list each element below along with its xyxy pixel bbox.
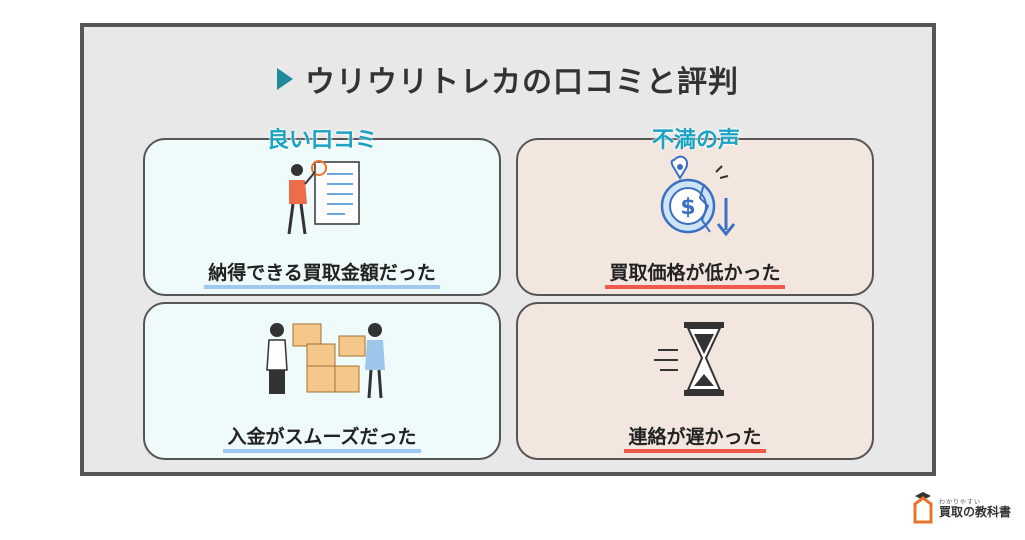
- house-graduation-cap-icon: [913, 492, 933, 524]
- title-row: ウリウリトレカの口コミと評判: [84, 57, 932, 101]
- good-reviews-label: 良い口コミ: [266, 128, 377, 153]
- bad-review-text-1: 買取価格が低かった: [605, 262, 785, 289]
- page-title: ウリウリトレカの口コミと評判: [305, 65, 739, 100]
- main-panel: ウリウリトレカの口コミと評判 納得できる買取金額だった: [80, 23, 936, 476]
- person-checklist-icon: [287, 160, 360, 235]
- svg-text:$: $: [680, 195, 695, 220]
- good-review-card-2: 入金がスムーズだった: [143, 302, 501, 460]
- good-review-card-1: 納得できる買取金額だった: [143, 138, 501, 296]
- logo-name: 買取の教科書: [938, 504, 1011, 519]
- bad-review-text-2: 連絡が遅かった: [624, 426, 766, 453]
- good-review-text-2: 入金がスムーズだった: [223, 426, 421, 453]
- logo-subtitle: わかりやすい: [938, 498, 981, 506]
- broken-coin-decline-icon: $: [660, 155, 736, 237]
- play-triangle-icon: [277, 68, 293, 90]
- complaints-label: 不満の声: [651, 128, 740, 153]
- good-review-text-1: 納得できる買取金額だった: [204, 262, 440, 289]
- bad-review-card-2: 連絡が遅かった: [516, 302, 874, 460]
- hourglass-icon: [654, 322, 724, 396]
- logo: わかりやすい 買取の教科書: [911, 490, 1011, 524]
- people-boxes-icon: [266, 323, 385, 399]
- bad-review-card-1: $ 買取価格が低かった: [516, 138, 874, 296]
